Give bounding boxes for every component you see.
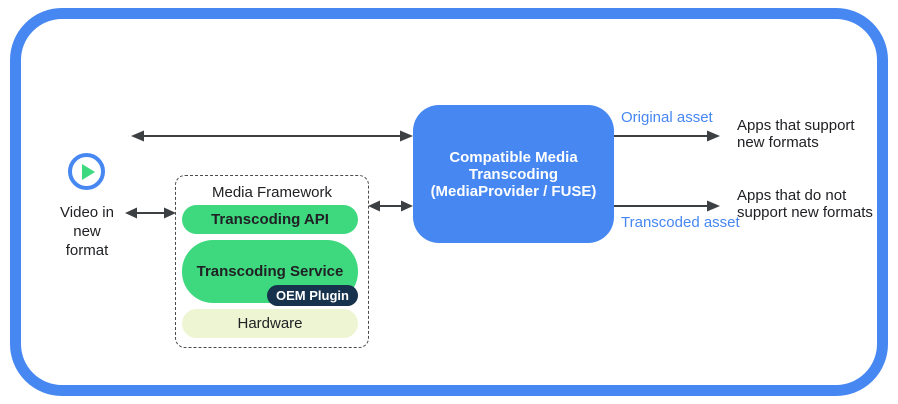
arrow-original-asset [614, 130, 720, 142]
play-icon [68, 153, 105, 190]
media-framework-box: Media Framework Transcoding API Transcod… [175, 175, 369, 348]
apps-support-label: Apps that support new formats [737, 117, 855, 151]
oem-plugin-badge: OEM Plugin [267, 285, 358, 306]
play-triangle-icon [81, 163, 95, 180]
compatible-media-transcoding-box: Compatible Media Transcoding (MediaProvi… [413, 105, 614, 243]
hardware-box: Hardware [182, 309, 358, 338]
transcoding-service-label: Transcoding Service [196, 263, 344, 280]
original-asset-label: Original asset [621, 109, 713, 126]
arrow-source-transcoder [131, 130, 413, 142]
diagram-border [10, 8, 888, 396]
arrow-framework-transcoder [368, 200, 413, 212]
apps-no-support-label: Apps that do not support new formats [737, 187, 873, 221]
arrow-source-framework [125, 207, 176, 219]
transcoding-service-box: Transcoding Service OEM Plugin [182, 240, 358, 306]
transcoding-api-box: Transcoding API [182, 205, 358, 234]
arrow-transcoded-asset [614, 200, 720, 212]
transcoded-asset-label: Transcoded asset [621, 214, 740, 231]
video-source-label: Video in new format [60, 204, 114, 259]
media-framework-title: Media Framework [211, 184, 333, 201]
